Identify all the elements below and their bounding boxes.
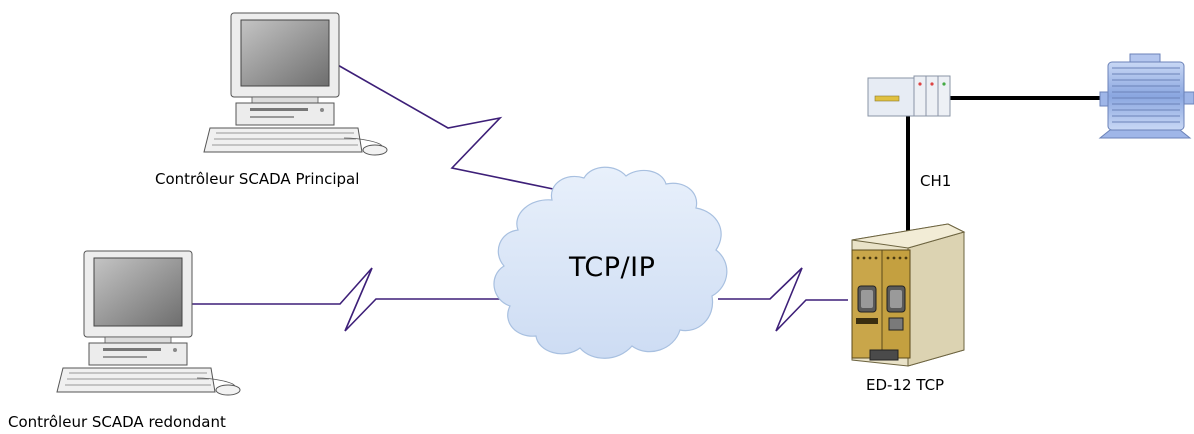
controller-redundant-label: Contrôleur SCADA redondant xyxy=(8,413,226,431)
monitor-icon xyxy=(230,12,340,104)
keyboard-icon xyxy=(203,127,363,153)
controller-primary-label: Contrôleur SCADA Principal xyxy=(155,170,360,188)
motor-icon xyxy=(1098,53,1194,139)
ed12-device-icon xyxy=(851,223,966,367)
desktop-unit-icon xyxy=(88,342,188,366)
monitor-icon xyxy=(83,250,193,344)
tcpip-cloud xyxy=(493,166,728,359)
mouse-icon xyxy=(196,377,241,396)
channel-label: CH1 xyxy=(920,172,952,190)
mouse-icon xyxy=(343,137,388,156)
cloud-label: TCP/IP xyxy=(569,252,656,283)
device-label: ED-12 TCP xyxy=(866,376,945,394)
link-cloud-to-ed12 xyxy=(718,267,848,332)
plc-icon xyxy=(867,75,951,117)
desktop-unit-icon xyxy=(235,102,335,126)
computer-redondant xyxy=(56,250,241,396)
computer-principal xyxy=(203,12,388,156)
link-principal-to-cloud xyxy=(335,63,559,191)
link-redondant-to-cloud xyxy=(188,267,514,332)
keyboard-icon xyxy=(56,367,216,393)
